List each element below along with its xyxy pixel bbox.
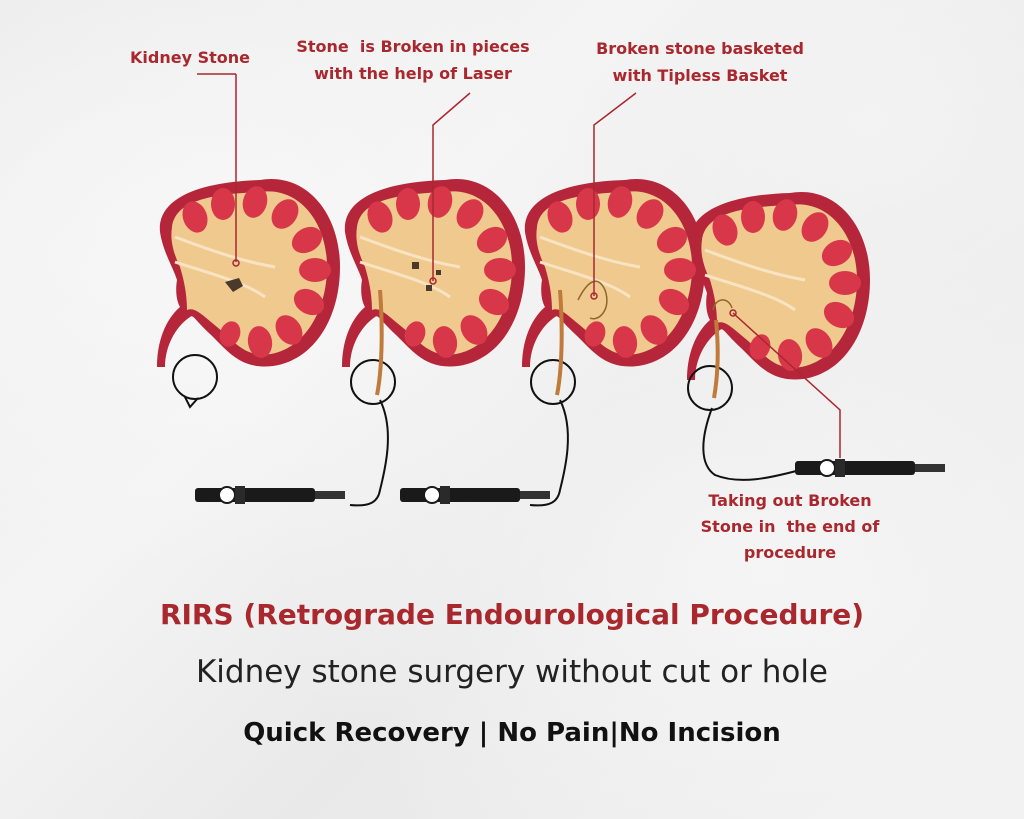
label-basket-line-2: with Tipless Basket — [612, 66, 788, 85]
kidney-3 — [399, 92, 707, 507]
label-laser-line-1: Stone is Broken in pieces — [296, 37, 530, 56]
label-basket-line-1: Broken stone basketed — [596, 39, 804, 58]
label-kidney-stone-text: Kidney Stone — [130, 48, 250, 67]
label-laser-line-2: with the help of Laser — [314, 64, 512, 83]
label-taking-out: Taking out Broken Stone in the end of pr… — [670, 488, 910, 566]
label-basket: Broken stone basketed with Tipless Baske… — [565, 35, 835, 89]
page-title: RIRS (Retrograde Endourological Procedur… — [159, 598, 865, 631]
label-taking-out-line-3: procedure — [743, 543, 837, 562]
page-subtitle: Kidney stone surgery without cut or hole — [195, 654, 829, 690]
label-laser: Stone is Broken in pieces with the help … — [268, 33, 558, 87]
label-taking-out-line-2: Stone in the end of — [700, 517, 880, 536]
tagline: Quick Recovery | No Pain|No Incision — [243, 718, 781, 748]
kidney-2 — [194, 92, 527, 507]
label-taking-out-line-1: Taking out Broken — [708, 491, 872, 510]
kidney-4 — [685, 190, 946, 481]
kidney-1 — [155, 73, 342, 409]
label-kidney-stone: Kidney Stone — [110, 44, 270, 71]
